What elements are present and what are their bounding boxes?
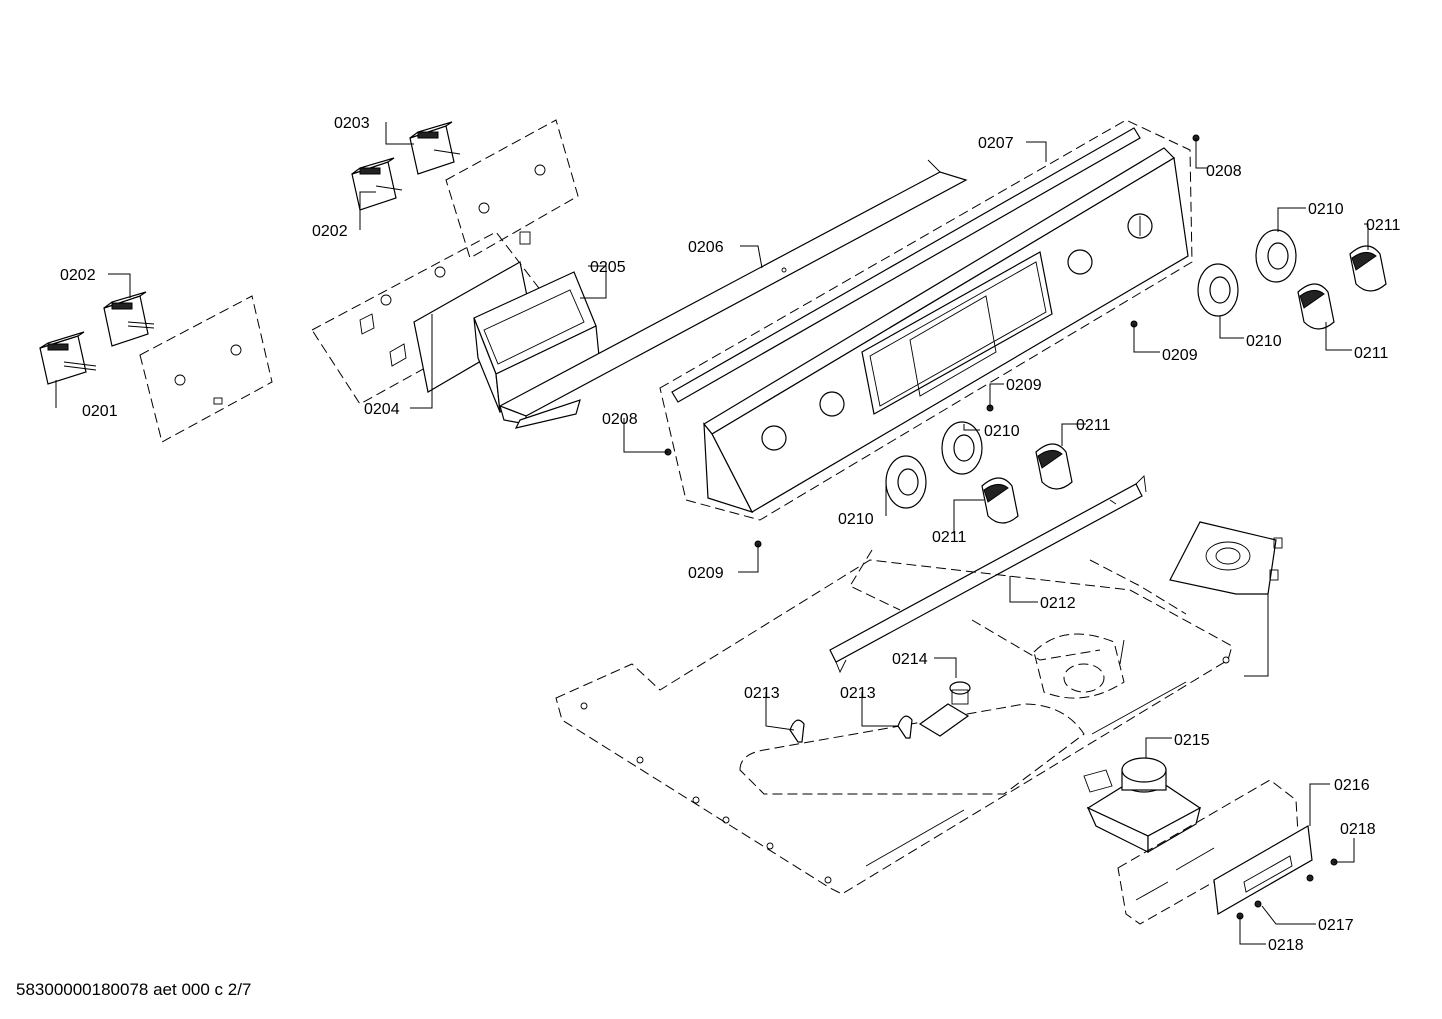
switch-group-left: [39, 291, 273, 443]
label-0213-left: 0213: [744, 685, 780, 702]
label-0202-left: 0202: [60, 267, 96, 284]
fan-bracket: [1169, 521, 1283, 677]
label-0211-center-upper: 0211: [1076, 417, 1111, 434]
label-0203: 0203: [334, 115, 370, 132]
label-0212: 0212: [1040, 595, 1076, 612]
label-0211-right-lower: 0211: [1354, 345, 1389, 362]
label-0201: 0201: [82, 403, 118, 420]
base-tray: [555, 549, 1233, 895]
knobs-center: [885, 421, 1073, 524]
label-0215: 0215: [1174, 732, 1210, 749]
label-0204: 0204: [364, 401, 400, 418]
label-0211-center-lower: 0211: [932, 529, 967, 546]
label-0218-upper: 0218: [1340, 821, 1376, 838]
fan-motor: [1083, 757, 1202, 854]
clips: [789, 715, 913, 743]
leader-lines: [55, 122, 1369, 945]
label-0207: 0207: [978, 135, 1014, 152]
label-0209-bottom: 0209: [688, 565, 724, 582]
document-id: 58300000180078 aet 000 c 2/7: [16, 980, 252, 999]
label-0210-center-lower: 0210: [838, 511, 874, 528]
label-0211-right-upper: 0211: [1366, 217, 1401, 234]
label-0217: 0217: [1318, 917, 1354, 934]
label-0218-lower: 0218: [1268, 937, 1304, 954]
label-0213-right: 0213: [840, 685, 876, 702]
knobs-right: [1197, 229, 1387, 330]
display-module: [473, 271, 601, 413]
part-labels: 0201 0202 0202 0203 0204 0205 0206 0207 …: [60, 115, 1401, 954]
label-0216: 0216: [1334, 777, 1370, 794]
label-0205: 0205: [590, 259, 626, 276]
label-0208-left: 0208: [602, 411, 638, 428]
label-0210-right-lower: 0210: [1246, 333, 1282, 350]
switch-group-center: [311, 119, 579, 405]
label-0202-center: 0202: [312, 223, 348, 240]
label-0210-center-upper: 0210: [984, 423, 1020, 440]
label-0206: 0206: [688, 239, 724, 256]
label-0210-right-upper: 0210: [1308, 201, 1344, 218]
thermostat: [918, 681, 971, 737]
label-0214: 0214: [892, 651, 928, 668]
label-0209-right: 0209: [1162, 347, 1198, 364]
control-panel: [659, 119, 1193, 521]
trim-strip: [498, 159, 968, 429]
rear-bracket: [1117, 779, 1313, 925]
label-0209-middle: 0209: [1006, 377, 1042, 394]
label-0208-right: 0208: [1206, 163, 1242, 180]
